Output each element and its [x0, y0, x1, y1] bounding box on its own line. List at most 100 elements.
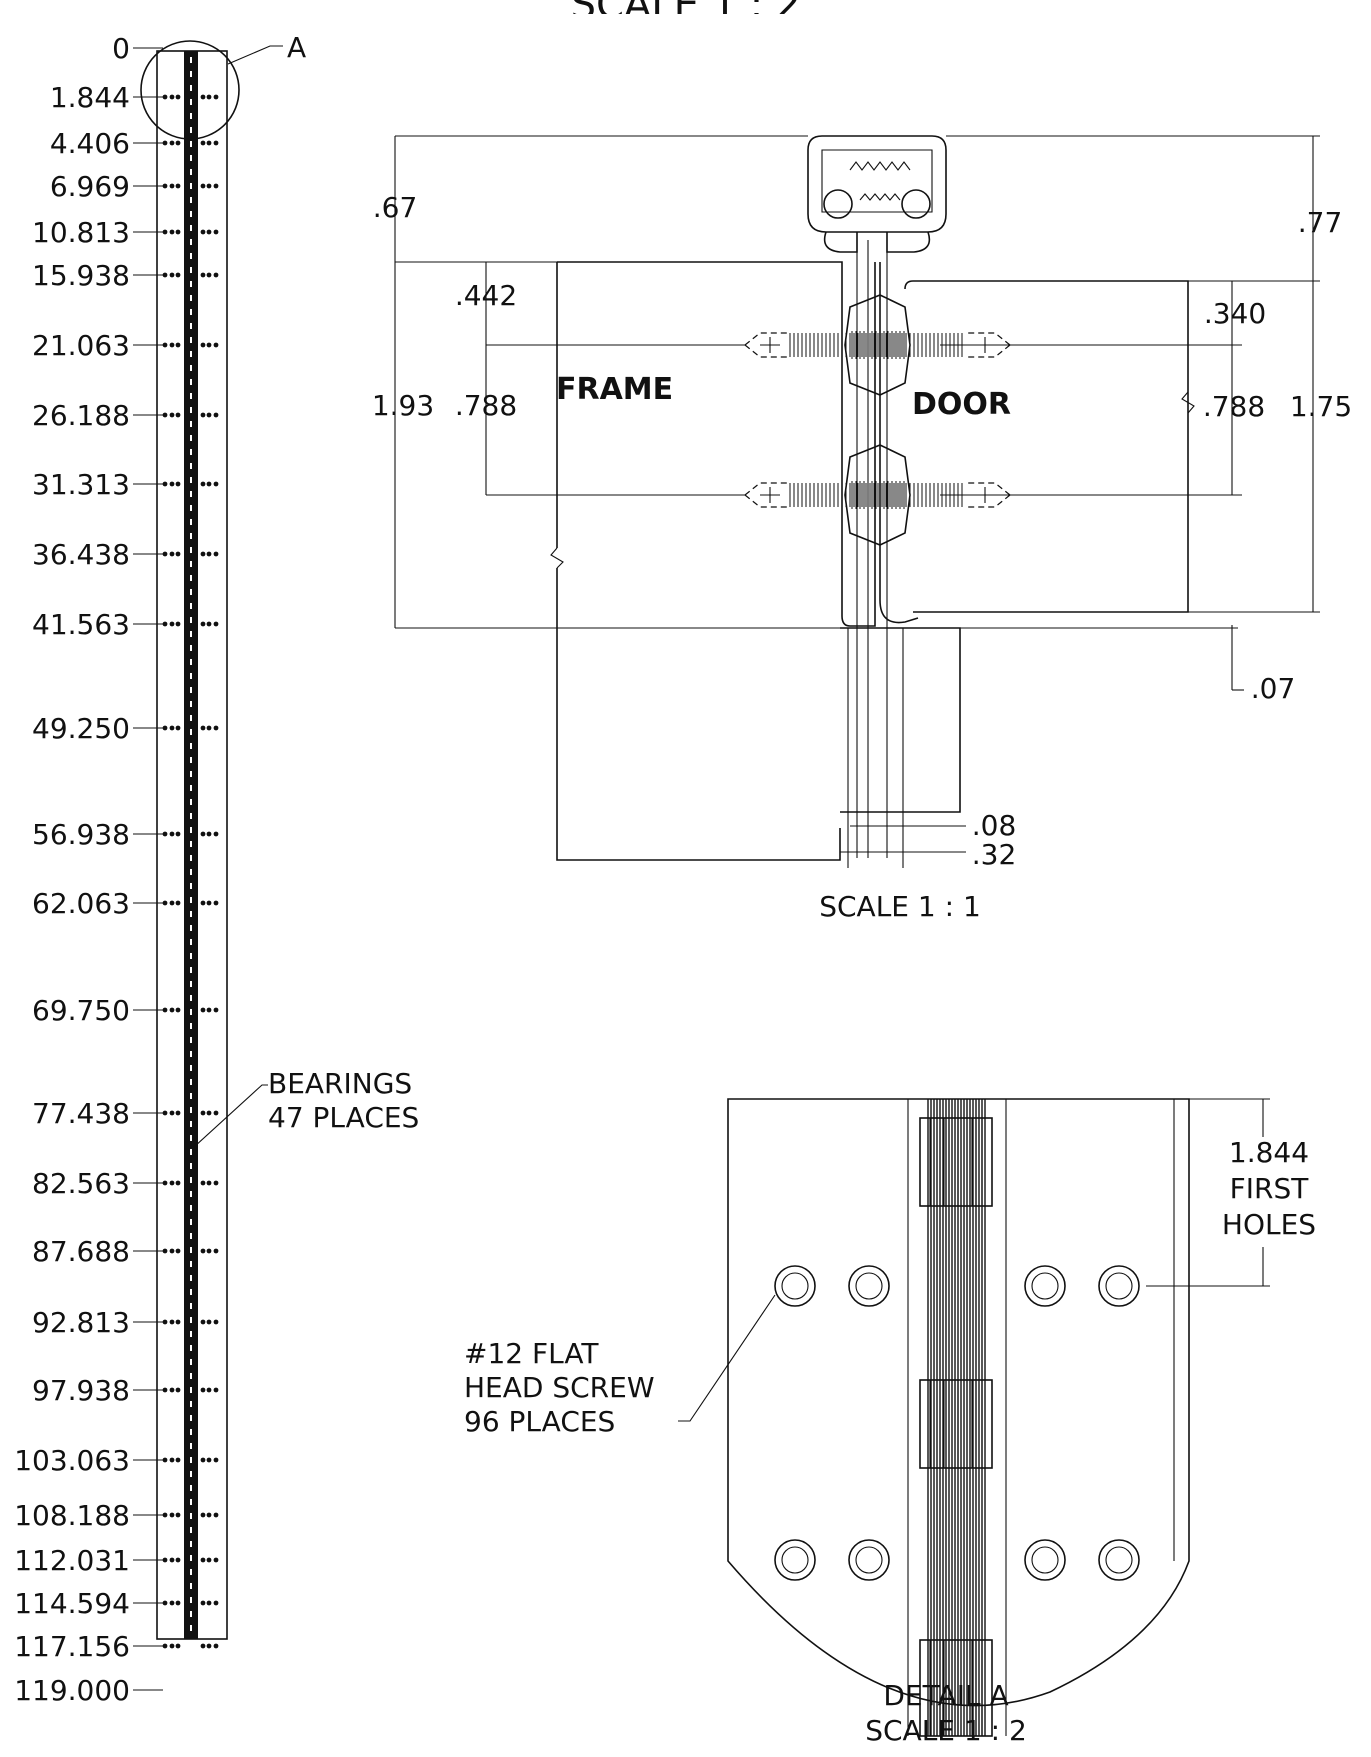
strip-hole-dot [200, 1512, 206, 1518]
detail-a-view: 1.844 FIRST HOLES #12 FLAT HEAD SCREW 96… [464, 1098, 1316, 1747]
section-view: FRAME DOOR .67 .442 .788 1.93 .77 .340 .… [372, 135, 1352, 923]
strip-position-label: 97.938 [32, 1374, 130, 1407]
strip-hole-dot [175, 900, 181, 906]
strip-hole-dot [162, 1457, 168, 1463]
frame-label: FRAME [556, 372, 673, 407]
first-holes-label-line1: FIRST [1230, 1172, 1310, 1205]
strip-position-row: 0 [112, 32, 163, 65]
frame-lower-leaf [840, 627, 961, 813]
strip-hole-dot [213, 342, 219, 348]
screw-label-line2: HEAD SCREW [464, 1371, 655, 1404]
screw-hole [1098, 1265, 1140, 1307]
detail-a-title: DETAIL A [883, 1679, 1008, 1712]
bearings-label-line2: 47 PLACES [268, 1101, 419, 1134]
strip-hole-dot [169, 1557, 175, 1563]
strip-hole-dot [206, 1248, 212, 1254]
strip-position-label: 56.938 [32, 818, 130, 851]
strip-hole-dot [175, 1600, 181, 1606]
strip-hole-dot [200, 1007, 206, 1013]
strip-position-label: 10.813 [32, 216, 130, 249]
screw [744, 444, 1011, 546]
strip-hole-dot [206, 229, 212, 235]
strip-hole-dot [162, 900, 168, 906]
screw-label-line3: 96 PLACES [464, 1405, 615, 1438]
strip-hole-dot [213, 551, 219, 557]
strip-hole-dot [200, 412, 206, 418]
strip-hole-dot [169, 1110, 175, 1116]
strip-hole-dot [175, 1457, 181, 1463]
dim-right-a: .340 [1204, 297, 1266, 330]
strip-hole-dot [200, 725, 206, 731]
strip-hole-dot [206, 1110, 212, 1116]
strip-hole-dot [162, 551, 168, 557]
strip-hole-dot [213, 725, 219, 731]
strip-hole-dot [200, 1319, 206, 1325]
strip-hole-dot [175, 481, 181, 487]
strip-hole-dot [213, 272, 219, 278]
strip-hole-dot [175, 1319, 181, 1325]
strip-hole-dot [200, 1387, 206, 1393]
screw-hole [1098, 1539, 1140, 1581]
strip-hole-dot [175, 1248, 181, 1254]
strip-hole-dot [206, 725, 212, 731]
strip-hole-dot [175, 1387, 181, 1393]
dim-bottom-a: .08 [972, 809, 1017, 842]
strip-hole-dot [206, 1319, 212, 1325]
strip-view: 01.8444.4066.96910.81315.93821.06326.188… [14, 31, 419, 1707]
strip-hole-dot [162, 183, 168, 189]
strip-hole-dot [169, 94, 175, 100]
strip-hole-dot [200, 94, 206, 100]
strip-hole-dot [213, 481, 219, 487]
strip-hole-dot [162, 140, 168, 146]
strip-hole-dot [206, 1512, 212, 1518]
dim-right-gap: .07 [1251, 672, 1296, 705]
strip-hole-dot [213, 229, 219, 235]
screw-hole [848, 1265, 890, 1307]
strip-hole-dot [162, 725, 168, 731]
strip-hole-dot [169, 272, 175, 278]
screw-hole [1024, 1539, 1066, 1581]
strip-hole-dot [169, 481, 175, 487]
dim-left-b: .788 [455, 389, 517, 422]
detail-a-scale: SCALE 1 : 2 [865, 1714, 1027, 1747]
strip-hole-dot [200, 1557, 206, 1563]
strip-hole-dot [213, 1643, 219, 1649]
strip-hole-dot [200, 481, 206, 487]
strip-hole-dot [200, 831, 206, 837]
strip-position-label: 77.438 [32, 1097, 130, 1130]
strip-hole-dot [169, 1512, 175, 1518]
strip-hole-dot [175, 229, 181, 235]
bearings-leader [193, 1084, 268, 1148]
strip-hole-dot [200, 551, 206, 557]
strip-hole-dot [206, 1643, 212, 1649]
strip-hole-dot [175, 94, 181, 100]
strip-hole-dot [175, 551, 181, 557]
detail-a-circle [140, 40, 240, 140]
strip-hole-dot [206, 1180, 212, 1186]
detail-knuckle [919, 1099, 993, 1737]
strip-position-label: 1.844 [50, 81, 130, 114]
strip-position-label: 114.594 [14, 1587, 130, 1620]
first-holes-label-line2: HOLES [1222, 1208, 1316, 1241]
strip-position-label: 108.188 [14, 1499, 130, 1532]
strip-hole-dot [200, 140, 206, 146]
strip-hole-dot [169, 831, 175, 837]
strip-hole-dot [206, 900, 212, 906]
strip-hole-dot [213, 1319, 219, 1325]
strip-position-label: 112.031 [14, 1544, 130, 1577]
strip-position-row: 36.438 [32, 538, 219, 571]
strip-hole-dot [200, 1180, 206, 1186]
strip-position-label: 4.406 [50, 127, 130, 160]
strip-hole-dot [200, 1248, 206, 1254]
strip-position-label: 36.438 [32, 538, 130, 571]
strip-position-row: 112.031 [14, 1544, 219, 1577]
strip-hole-dot [200, 621, 206, 627]
strip-hole-dot [213, 1457, 219, 1463]
strip-hole-dot [169, 1248, 175, 1254]
strip-hole-dot [169, 551, 175, 557]
strip-hole-dot [213, 140, 219, 146]
strip-hole-dot [162, 481, 168, 487]
strip-hole-dot [175, 1110, 181, 1116]
strip-hole-dot [200, 229, 206, 235]
strip-hole-dot [169, 229, 175, 235]
